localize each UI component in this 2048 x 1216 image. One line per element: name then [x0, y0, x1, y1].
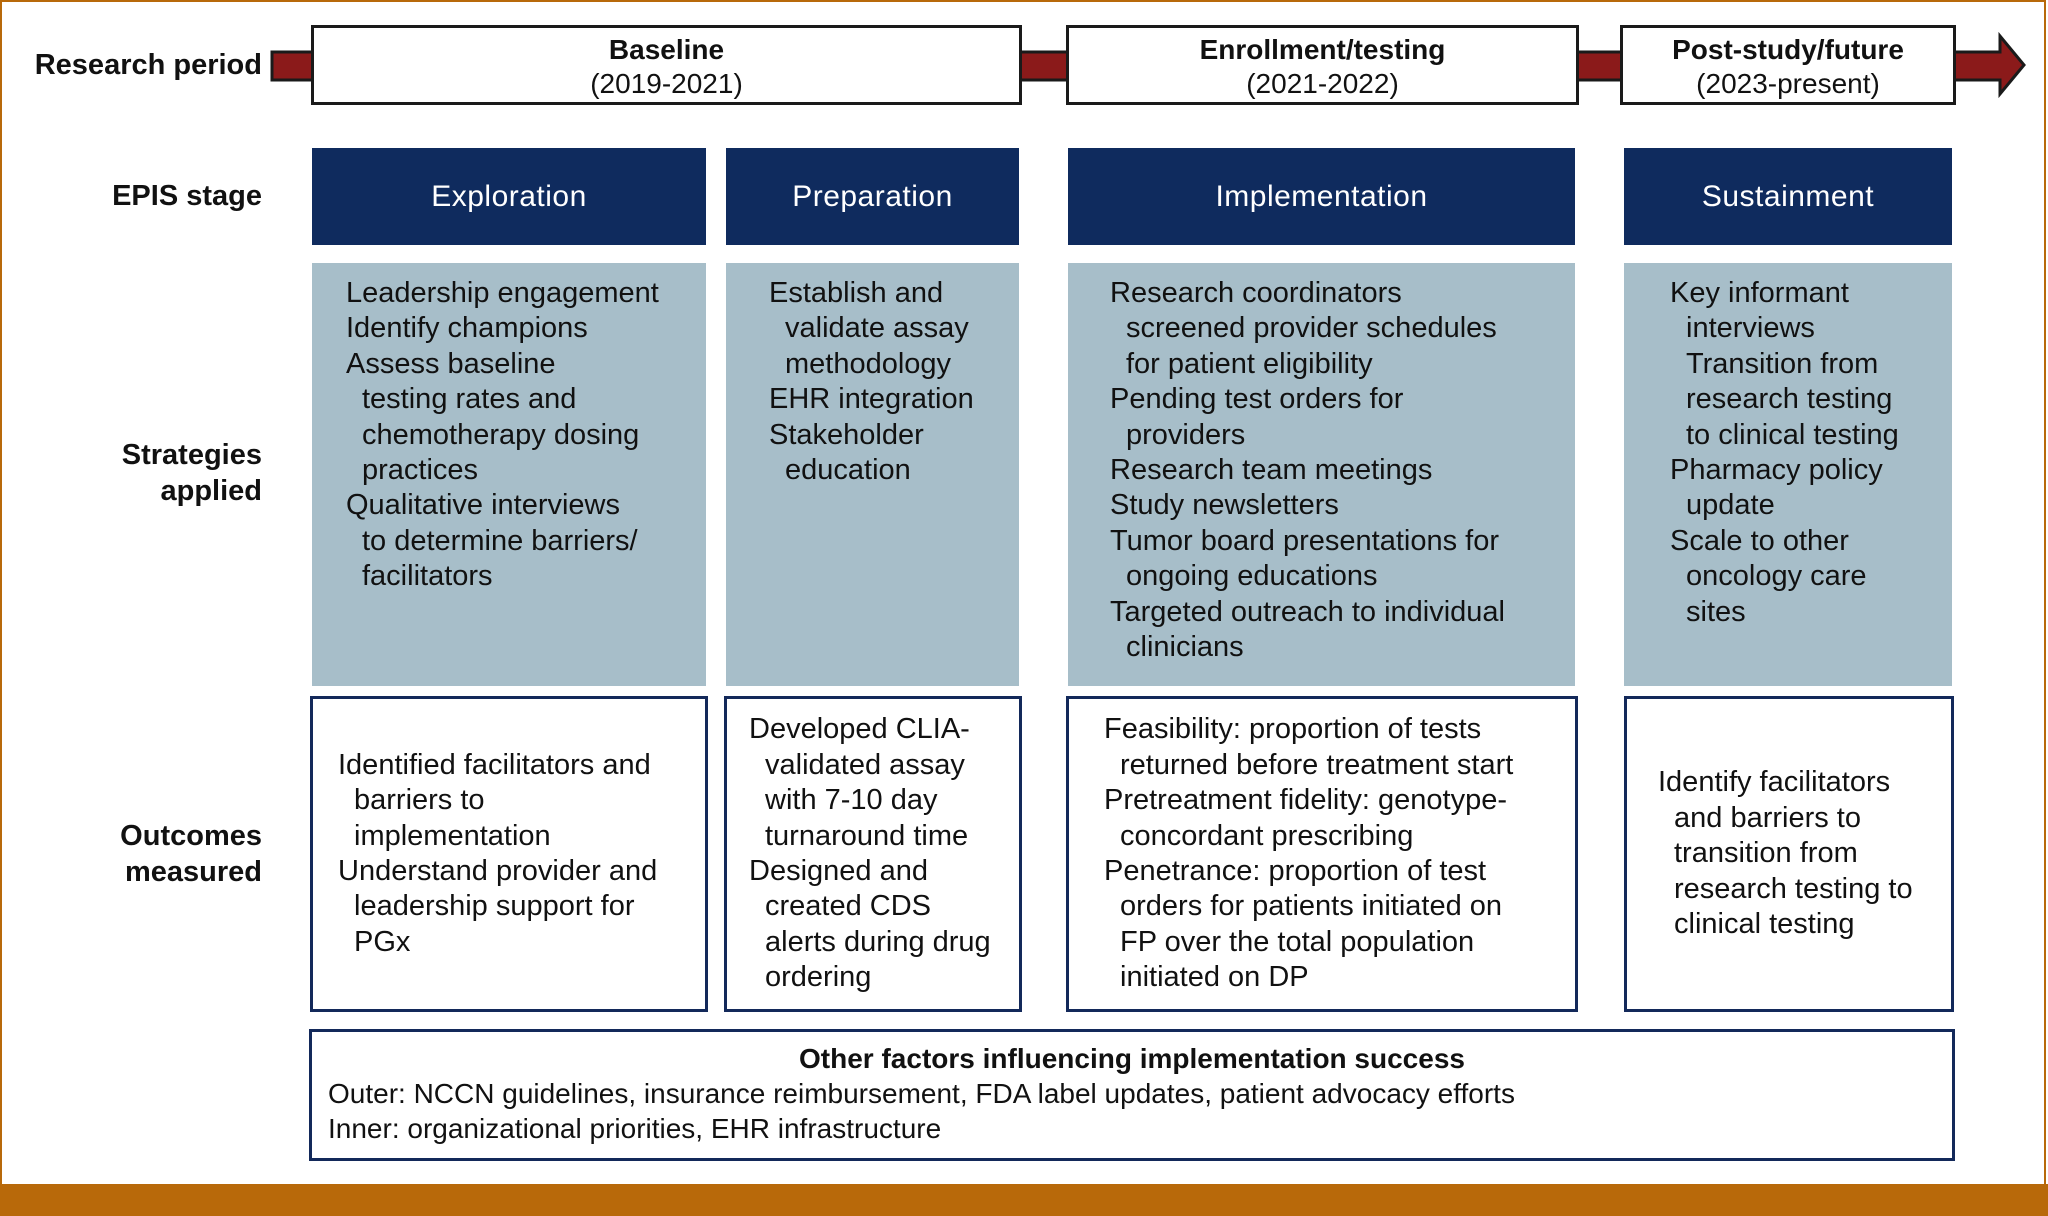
inner-factors: Inner: organizational priorities, EHR in… [328, 1113, 942, 1144]
period-post-study: Post-study/future (2023-present) [1620, 25, 1956, 105]
text-line: Stakeholder [769, 418, 924, 451]
text-line: turnaround time [765, 819, 969, 852]
text-line: Identify facilitators [1658, 766, 1891, 799]
research-period-label: Research period [34, 49, 262, 81]
text-line: Pending test orders for [1110, 383, 1404, 416]
text-line: validated assay [765, 748, 965, 781]
text-line: Targeted outreach to individual [1110, 595, 1505, 628]
epis-preparation: Preparation [726, 148, 1019, 245]
text-line: transition from [1674, 837, 1858, 870]
period-baseline: Baseline (2019-2021) [311, 25, 1022, 105]
period-years: (2021-2022) [1246, 68, 1399, 99]
text-line: clinicians [1126, 631, 1244, 664]
text-line: Research team meetings [1110, 454, 1433, 487]
text-line: ongoing educations [1126, 560, 1378, 593]
outcomes-label: Outcomes measured [120, 818, 262, 890]
epis-implementation: Implementation [1068, 148, 1575, 245]
outcomes-label-line: measured [124, 856, 262, 888]
text-line: leadership support for [354, 890, 635, 923]
text-line: sites [1686, 595, 1746, 628]
text-line: PGx [354, 925, 411, 958]
text-line: Qualitative interviews [346, 489, 620, 522]
text-line: Key informant [1670, 277, 1849, 309]
epis-exploration: Exploration [312, 148, 706, 245]
text-line: practices [362, 454, 479, 487]
text-line: Establish and [769, 277, 944, 309]
text-line: barriers to [354, 784, 485, 817]
text-line: Identified facilitators and [338, 748, 651, 781]
text-line: Scale to other [1670, 524, 1849, 557]
text-line: to clinical testing [1686, 418, 1899, 451]
text-line: Tumor board presentations for [1110, 524, 1500, 557]
text-line: to determine barriers/ [362, 524, 638, 557]
text-line: education [785, 454, 911, 487]
text-line: with 7-10 day [765, 784, 938, 817]
text-line: Understand provider and [338, 855, 658, 887]
text-line: Research coordinators [1110, 277, 1402, 309]
text-line: Leadership engagement [346, 277, 659, 309]
other-factors-title: Other factors influencing implementation… [799, 1043, 1465, 1074]
text-line: providers [1126, 418, 1246, 451]
period-years: (2019-2021) [590, 68, 743, 99]
text-line: Assess baseline [346, 347, 556, 380]
text-line: interviews [1686, 312, 1815, 345]
text-line: ordering [765, 961, 872, 994]
text-line: Designed and [749, 855, 928, 887]
text-line: FP over the total population [1120, 925, 1475, 958]
text-line: implementation [354, 819, 551, 852]
text-line: validate assay [785, 312, 969, 345]
text-line: Pharmacy policy [1670, 454, 1883, 487]
text-line: returned before treatment start [1120, 748, 1514, 781]
figure-frame [0, 0, 2046, 1184]
text-line: research testing to [1674, 872, 1913, 905]
text-line: research testing [1686, 383, 1893, 416]
text-line: update [1686, 489, 1775, 522]
outer-factors: Outer: NCCN guidelines, insurance reimbu… [328, 1078, 1515, 1109]
strategies-label-line: Strategies [121, 439, 262, 471]
text-line: testing rates and [362, 383, 577, 416]
text-line: Feasibility: proportion of tests [1104, 713, 1482, 746]
period-enrollment: Enrollment/testing (2021-2022) [1066, 25, 1579, 105]
text-line: Penetrance: proportion of test [1104, 855, 1487, 887]
period-years: (2023-present) [1696, 68, 1880, 99]
period-title: Baseline [608, 34, 725, 65]
other-factors-box: Other factors influencing implementation… [309, 1029, 1955, 1161]
strategies-label: Strategies applied [122, 437, 262, 509]
text-line: facilitators [362, 560, 493, 593]
text-line: screened provider schedules [1126, 312, 1497, 345]
outcomes-label-line: Outcomes [120, 820, 262, 852]
text-line: methodology [785, 347, 952, 380]
text-line: Identify champions [346, 312, 588, 345]
text-line: Developed CLIA- [749, 713, 970, 746]
text-line: chemotherapy dosing [362, 418, 640, 451]
period-title: Enrollment/testing [1199, 34, 1446, 65]
text-line: created CDS [765, 890, 932, 923]
text-line: Pretreatment fidelity: genotype- [1104, 784, 1507, 817]
text-line: EHR integration [769, 383, 974, 416]
epis-stage-label: EPIS stage [112, 180, 262, 212]
epis-sustainment: Sustainment [1624, 148, 1952, 245]
strategies-label-line: applied [160, 475, 262, 507]
period-title: Post-study/future [1672, 34, 1904, 65]
text-line: clinical testing [1674, 908, 1855, 941]
bottom-accent-bar [0, 1184, 2048, 1216]
text-line: and barriers to [1674, 801, 1861, 834]
text-line: initiated on DP [1120, 961, 1309, 994]
text-line: for patient eligibility [1126, 347, 1373, 380]
text-line: concordant prescribing [1120, 819, 1414, 852]
text-line: oncology care [1686, 560, 1867, 593]
text-line: alerts during drug [765, 925, 991, 958]
text-line: Study newsletters [1110, 489, 1339, 522]
text-line: orders for patients initiated on [1120, 890, 1503, 923]
text-line: Transition from [1686, 347, 1879, 380]
